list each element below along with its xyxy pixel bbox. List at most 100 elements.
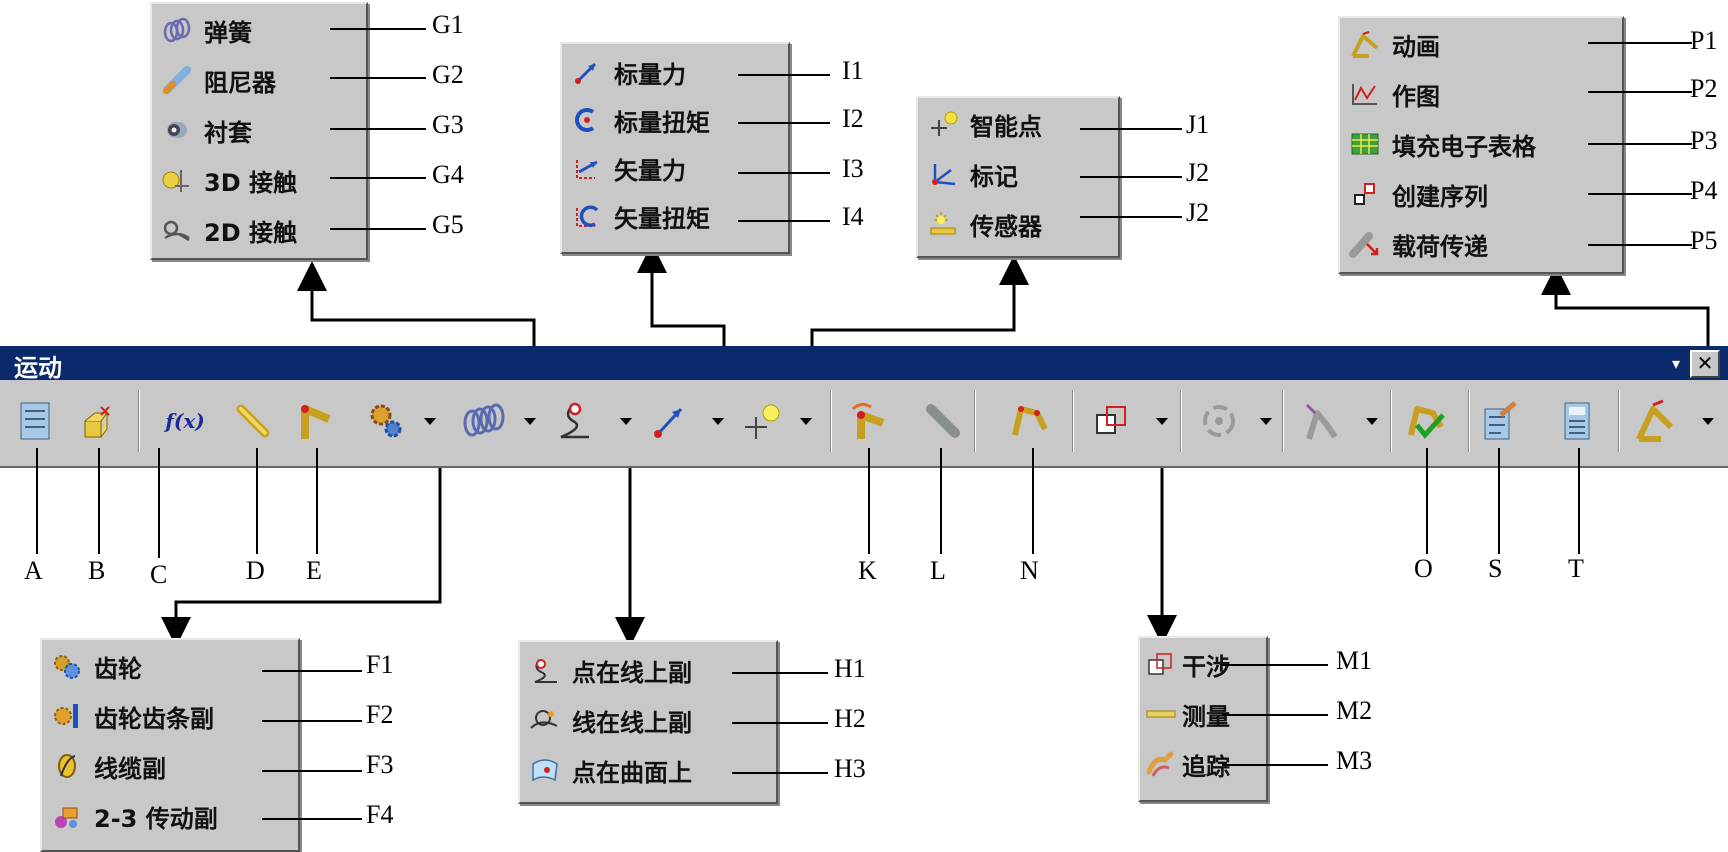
menu-item-label: 标量力 xyxy=(614,60,686,89)
load-dropdown-icon[interactable] xyxy=(712,418,724,425)
leader-line-a xyxy=(36,448,38,554)
leader-line-d xyxy=(256,448,258,554)
menu-item-transmission[interactable]: 2-3 传动副 xyxy=(50,796,218,836)
menu-item-label: 作图 xyxy=(1392,82,1440,111)
callout-m1: M1 xyxy=(1336,646,1373,675)
function-button[interactable]: f(x) xyxy=(160,394,210,448)
solve-button[interactable] xyxy=(1402,394,1452,448)
callout-t: T xyxy=(1568,554,1584,583)
spring-button[interactable] xyxy=(458,394,508,448)
menu-item-gear[interactable]: 齿轮 xyxy=(50,646,142,686)
menu-item-graph[interactable]: 作图 xyxy=(1348,74,1440,114)
menu-item-label: 干涉 xyxy=(1182,652,1230,681)
point-on-curve-button[interactable] xyxy=(548,394,598,448)
menu-item-curve-on-curve[interactable]: 线在线上副 xyxy=(528,700,692,740)
menu-item-spreadsheet[interactable]: 填充电子表格 xyxy=(1348,124,1536,164)
animation-button[interactable] xyxy=(1630,394,1680,448)
callout-f3: F3 xyxy=(366,750,394,779)
menu-item-trace[interactable]: 追踪 xyxy=(1144,744,1230,784)
interference-button[interactable] xyxy=(1086,394,1136,448)
leader-line-t xyxy=(1578,448,1580,554)
menu-item-sensor[interactable]: 传感器 xyxy=(926,204,1042,244)
analysis-dropdown-icon[interactable] xyxy=(1156,418,1168,425)
menu-item-vector-force[interactable]: 矢量力 xyxy=(570,148,686,188)
callout-g4: G4 xyxy=(432,160,464,189)
joint-wizard-icon xyxy=(851,402,885,439)
motion-body-button[interactable] xyxy=(70,394,120,448)
menu-item-label: 标记 xyxy=(970,162,1018,191)
leader-line-n xyxy=(1032,448,1034,554)
menu-item-3d-contact[interactable]: 3D 接触 xyxy=(160,160,297,200)
menu-item-rack-pinion[interactable]: 齿轮齿条副 xyxy=(50,696,214,736)
path-dropdown-icon[interactable] xyxy=(1366,418,1378,425)
menu-item-vector-torque[interactable]: 矢量扭矩 xyxy=(570,196,710,236)
articulation-dropdown-icon[interactable] xyxy=(1260,418,1272,425)
mechanism-button[interactable] xyxy=(1006,394,1056,448)
menu-item-scalar-force[interactable]: 标量力 xyxy=(570,52,686,92)
joint-wizard-button[interactable] xyxy=(844,394,894,448)
trace-icon xyxy=(1144,749,1178,779)
menu-item-2d-contact[interactable]: 2D 接触 xyxy=(160,210,297,250)
path-button[interactable] xyxy=(1296,394,1346,448)
edit-solution-icon xyxy=(1484,401,1517,440)
toolbar-titlebar[interactable]: 运动 ▾ ✕ xyxy=(0,346,1728,382)
callout-d: D xyxy=(246,556,265,585)
scalar-force-button[interactable] xyxy=(644,394,694,448)
environment-button[interactable] xyxy=(10,394,60,448)
menu-item-marker[interactable]: 标记 xyxy=(926,154,1018,194)
leader-line xyxy=(1222,664,1328,666)
toolbar-options-icon[interactable]: ▾ xyxy=(1671,354,1680,373)
sensor-icon xyxy=(926,209,960,239)
vector-torque-icon xyxy=(570,201,604,231)
smart-point-icon xyxy=(745,404,780,439)
menu-item-point-on-curve[interactable]: 点在线上副 xyxy=(528,650,692,690)
menu-item-cable[interactable]: 线缆副 xyxy=(50,746,166,786)
rack-pinion-icon xyxy=(50,701,84,731)
menu-item-label: 齿轮 xyxy=(94,654,142,683)
menu-item-label: 齿轮齿条副 xyxy=(94,704,214,733)
menu-item-damper[interactable]: 阻尼器 xyxy=(160,60,276,100)
disabled-link-button[interactable] xyxy=(918,394,968,448)
gear-coupler-button[interactable] xyxy=(360,394,410,448)
marker-dropdown-icon[interactable] xyxy=(800,418,812,425)
menu-item-label: 追踪 xyxy=(1182,752,1230,781)
menu-item-sequence[interactable]: 创建序列 xyxy=(1348,174,1488,214)
callout-h3: H3 xyxy=(834,754,866,783)
animation-icon xyxy=(1636,399,1674,442)
menu-item-point-on-surface[interactable]: 点在曲面上 xyxy=(528,750,692,790)
menu-item-spring[interactable]: 弹簧 xyxy=(160,10,252,50)
menu-item-animation[interactable]: 动画 xyxy=(1348,24,1440,64)
edit-solution-button[interactable] xyxy=(1474,394,1524,448)
menu-item-interference[interactable]: 干涉 xyxy=(1144,644,1230,684)
close-button[interactable]: ✕ xyxy=(1690,350,1720,378)
marker-icon xyxy=(926,159,960,189)
callout-p3: P3 xyxy=(1690,126,1718,155)
spring-icon xyxy=(463,403,505,437)
joint-button[interactable] xyxy=(290,394,340,448)
scalar-torque-icon xyxy=(570,105,604,135)
results-dropdown-icon[interactable] xyxy=(1702,418,1714,425)
calculator-button[interactable] xyxy=(1552,394,1602,448)
menu-item-scalar-torque[interactable]: 标量扭矩 xyxy=(570,100,710,140)
menu-item-label: 矢量扭矩 xyxy=(614,204,710,233)
gear-dropdown-icon[interactable] xyxy=(424,418,436,425)
menu-item-smart-point[interactable]: 智能点 xyxy=(926,104,1042,144)
link-button[interactable] xyxy=(228,394,278,448)
list-icon xyxy=(20,402,50,440)
scalar-force-icon xyxy=(570,57,604,87)
smart-point-button[interactable] xyxy=(736,394,786,448)
articulation-button[interactable] xyxy=(1194,394,1244,448)
leader-line xyxy=(732,772,828,774)
callout-p1: P1 xyxy=(1690,26,1718,55)
spring-dropdown-icon[interactable] xyxy=(524,418,536,425)
menu-item-label: 2D 接触 xyxy=(204,218,297,247)
menu-item-bushing[interactable]: 衬套 xyxy=(160,110,252,150)
callout-f2: F2 xyxy=(366,700,394,729)
menu-item-load-transfer[interactable]: 载荷传递 xyxy=(1348,224,1488,264)
callout-p4: P4 xyxy=(1690,176,1718,205)
constraint-dropdown-icon[interactable] xyxy=(620,418,632,425)
leader-line xyxy=(262,818,362,820)
callout-s: S xyxy=(1488,554,1503,583)
leader-line xyxy=(262,670,362,672)
menu-item-measure[interactable]: 测量 xyxy=(1144,694,1230,734)
